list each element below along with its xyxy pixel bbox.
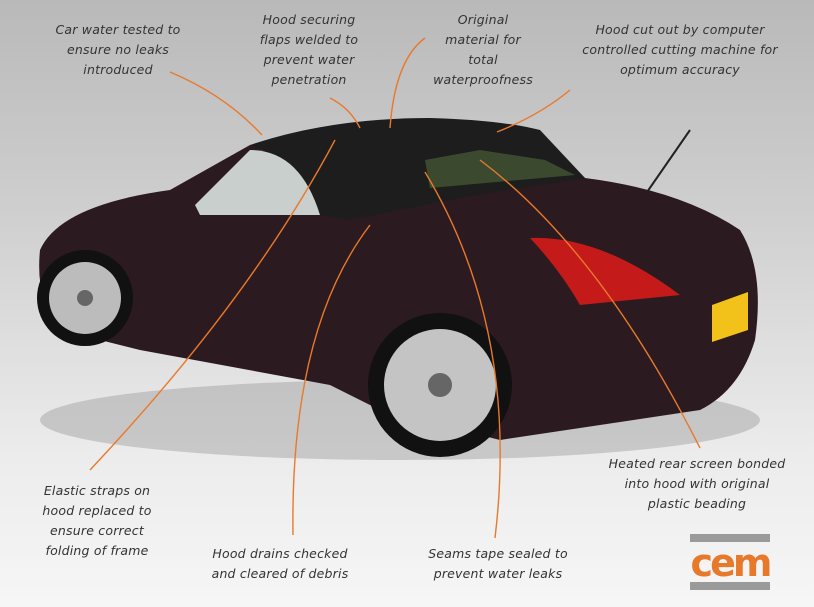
label-line: folding of frame bbox=[45, 543, 149, 558]
label-line: penetration bbox=[271, 72, 347, 87]
label-line: controlled cutting machine for bbox=[582, 42, 778, 57]
label-heated-screen: Heated rear screen bonded into hood with… bbox=[609, 454, 786, 514]
tail-light bbox=[530, 237, 680, 305]
label-line: flaps welded to bbox=[259, 32, 359, 47]
label-line: hood replaced to bbox=[42, 503, 152, 518]
label-line: Heated rear screen bonded bbox=[608, 456, 786, 471]
label-line: ensure correct bbox=[50, 523, 144, 538]
label-line: Original bbox=[457, 12, 509, 27]
label-line: into hood with original bbox=[624, 476, 770, 491]
antenna bbox=[644, 129, 691, 196]
label-hood-drains: Hood drains checked and cleared of debri… bbox=[212, 544, 349, 584]
label-line: prevent water leaks bbox=[433, 566, 563, 581]
label-line: Seams tape sealed to bbox=[428, 546, 568, 561]
label-line: Hood securing bbox=[262, 12, 356, 27]
label-elastic-straps: Elastic straps on hood replaced to ensur… bbox=[42, 481, 151, 561]
cem-logo: cem bbox=[690, 534, 773, 592]
label-line: Hood cut out by computer bbox=[595, 22, 765, 37]
label-securing-flaps: Hood securing flaps welded to prevent wa… bbox=[260, 10, 358, 90]
label-computer-cut: Hood cut out by computer controlled cutt… bbox=[582, 20, 777, 80]
rear-screen bbox=[425, 150, 575, 188]
label-water-tested: Car water tested to ensure no leaks intr… bbox=[55, 20, 180, 80]
annotation-lines bbox=[89, 37, 701, 539]
logo-text: cem bbox=[691, 541, 770, 585]
label-line: material for bbox=[445, 32, 521, 47]
label-original-material: Original material for total waterproofne… bbox=[433, 10, 533, 90]
label-line: Car water tested to bbox=[55, 22, 181, 37]
label-line: and cleared of debris bbox=[211, 566, 349, 581]
label-line: waterproofness bbox=[433, 72, 533, 87]
label-line: plastic beading bbox=[647, 496, 747, 511]
label-line: prevent water bbox=[263, 52, 355, 67]
side-window bbox=[195, 150, 320, 215]
label-line: Elastic straps on bbox=[43, 483, 151, 498]
label-line: Hood drains checked bbox=[212, 546, 348, 561]
label-line: ensure no leaks bbox=[67, 42, 169, 57]
label-line: optimum accuracy bbox=[620, 62, 740, 77]
license-plate bbox=[712, 292, 748, 342]
rear-wheel bbox=[368, 313, 512, 457]
label-seams-taped: Seams tape sealed to prevent water leaks bbox=[428, 544, 568, 584]
label-line: introduced bbox=[83, 62, 153, 77]
front-wheel bbox=[37, 250, 133, 346]
label-line: total bbox=[468, 52, 498, 67]
